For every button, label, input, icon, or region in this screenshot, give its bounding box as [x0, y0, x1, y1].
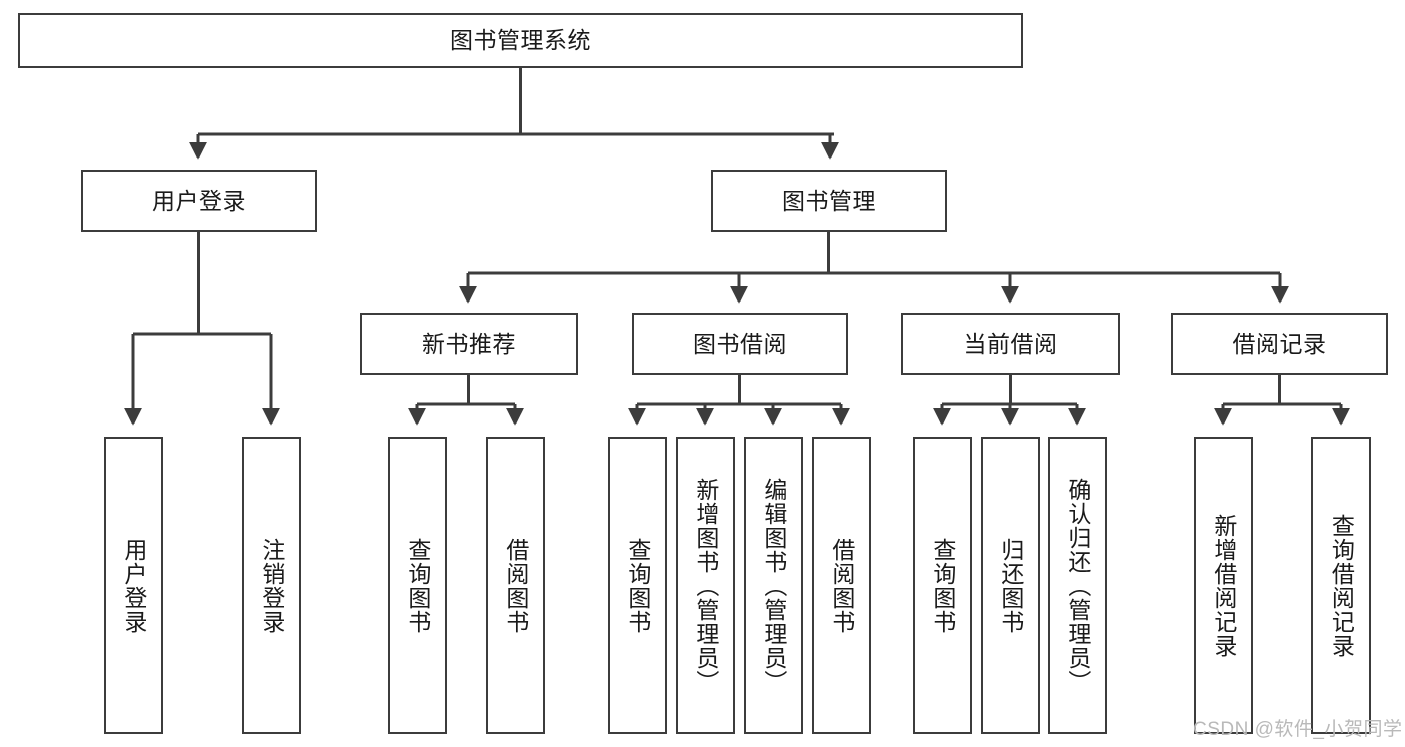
leaf-record-add-label: 新增借阅记录 [1210, 513, 1237, 658]
node-new-book-recommend-label: 新书推荐 [422, 330, 516, 357]
leaf-current-query-book-label: 查询图书 [929, 537, 956, 634]
node-root[interactable]: 图书管理系统 [18, 13, 1023, 68]
leaf-current-confirm-return-label: 确认归还（管理员） [1064, 477, 1091, 694]
leaf-borrow-edit-book[interactable]: 编辑图书（管理员） [744, 437, 803, 734]
leaf-user-login-label: 用户登录 [120, 537, 147, 634]
leaf-record-query-label: 查询借阅记录 [1328, 513, 1355, 658]
leaf-borrow-book-label: 借阅图书 [828, 537, 855, 634]
leaf-record-add[interactable]: 新增借阅记录 [1194, 437, 1253, 734]
leaf-borrow-add-book-label: 新增图书（管理员） [692, 477, 719, 694]
leaf-borrow-add-book[interactable]: 新增图书（管理员） [676, 437, 735, 734]
leaf-user-logout-label: 注销登录 [258, 537, 285, 634]
leaf-record-query[interactable]: 查询借阅记录 [1311, 437, 1371, 734]
node-root-label: 图书管理系统 [450, 27, 591, 54]
leaf-new-book-borrow[interactable]: 借阅图书 [486, 437, 545, 734]
leaf-user-login[interactable]: 用户登录 [104, 437, 163, 734]
leaf-user-logout[interactable]: 注销登录 [242, 437, 301, 734]
leaf-current-query-book[interactable]: 查询图书 [913, 437, 972, 734]
leaf-borrow-query-book[interactable]: 查询图书 [608, 437, 667, 734]
node-book-borrow-label: 图书借阅 [693, 330, 787, 357]
leaf-borrow-edit-book-label: 编辑图书（管理员） [760, 477, 787, 694]
leaf-borrow-query-book-label: 查询图书 [624, 537, 651, 634]
node-book-management[interactable]: 图书管理 [711, 170, 947, 232]
node-new-book-recommend[interactable]: 新书推荐 [360, 313, 578, 375]
leaf-current-confirm-return[interactable]: 确认归还（管理员） [1048, 437, 1107, 734]
node-user-login-label: 用户登录 [152, 187, 246, 214]
node-user-login[interactable]: 用户登录 [81, 170, 317, 232]
node-book-borrow[interactable]: 图书借阅 [632, 313, 848, 375]
leaf-new-book-borrow-label: 借阅图书 [502, 537, 529, 634]
leaf-new-book-query-label: 查询图书 [404, 537, 431, 634]
leaf-new-book-query[interactable]: 查询图书 [388, 437, 447, 734]
node-borrow-record-label: 借阅记录 [1232, 330, 1327, 357]
node-book-management-label: 图书管理 [782, 187, 876, 214]
node-current-borrow-label: 当前借阅 [963, 330, 1058, 357]
leaf-current-return-book-label: 归还图书 [997, 537, 1024, 634]
node-current-borrow[interactable]: 当前借阅 [901, 313, 1120, 375]
leaf-current-return-book[interactable]: 归还图书 [981, 437, 1040, 734]
node-borrow-record[interactable]: 借阅记录 [1171, 313, 1388, 375]
leaf-borrow-book[interactable]: 借阅图书 [812, 437, 871, 734]
